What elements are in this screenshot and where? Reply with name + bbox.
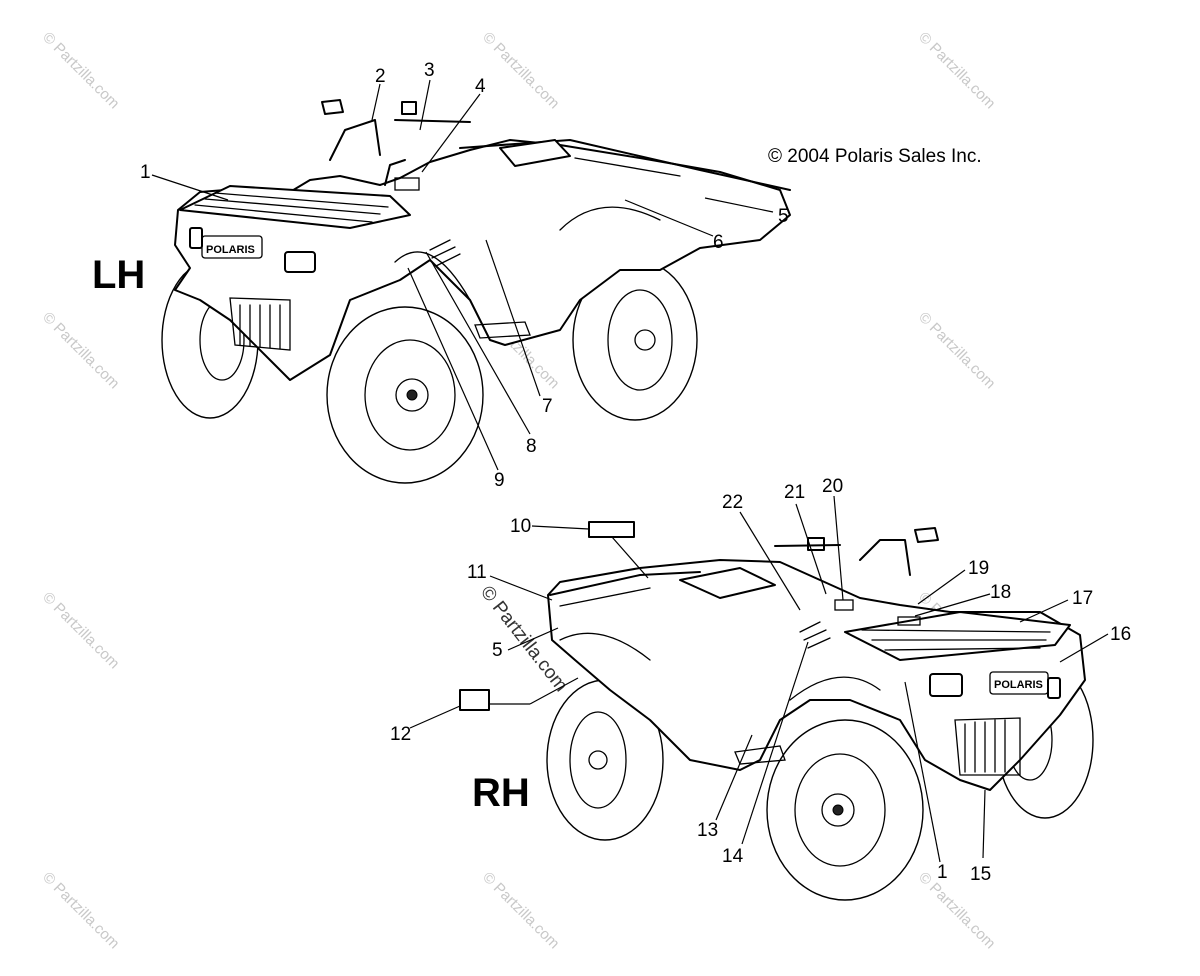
rh-view: RH POLARIS: [390, 476, 1131, 901]
decal-12-shape: [459, 689, 490, 711]
callout-label: 22: [722, 492, 743, 513]
callout-label: 8: [526, 436, 537, 457]
callout-label: 19: [968, 558, 989, 579]
lh-atv-illustration: POLARIS: [161, 99, 791, 484]
watermark-text: © Partzilla.com: [39, 869, 122, 952]
watermark-text: © Partzilla.com: [39, 29, 122, 112]
callout-label: 6: [713, 232, 724, 253]
rh-callouts: 10 11 5 12 13 14 1 15 16 17 18 19 20 21 …: [390, 476, 1131, 885]
callout-label: 18: [990, 582, 1011, 603]
rh-label: RH: [472, 771, 530, 815]
callout-label: 5: [778, 206, 789, 227]
watermark-text: © Partzilla.com: [39, 309, 122, 392]
callout-label: 2: [375, 66, 386, 87]
callout-label: 3: [424, 60, 435, 81]
rh-leaders: [409, 495, 1109, 863]
callout-label: 15: [970, 864, 991, 885]
watermark-text: © Partzilla.com: [479, 29, 562, 112]
rh-atv-illustration: POLARIS: [546, 527, 1094, 901]
callout-label: 4: [475, 76, 486, 97]
callout-label: 16: [1110, 624, 1131, 645]
copyright-text: © 2004 Polaris Sales Inc.: [768, 146, 982, 167]
lh-leaders: [151, 79, 774, 471]
watermark-text: © Partzilla.com: [479, 869, 562, 952]
watermark-text: © Partzilla.com: [915, 29, 998, 112]
lh-label: LH: [92, 253, 145, 297]
callout-label: 7: [542, 396, 553, 417]
callout-label: 10: [510, 516, 531, 537]
rh-brand-text: POLARIS: [994, 679, 1043, 691]
callout-label: 5: [492, 640, 503, 661]
callout-label: 11: [467, 562, 487, 583]
callout-label: 1: [937, 862, 948, 883]
lh-callouts: 1 2 3 4 5 6 7 8 9: [140, 60, 789, 491]
callout-label: 21: [784, 482, 805, 503]
watermark-text: © Partzilla.com: [39, 589, 122, 672]
callout-label: 9: [494, 470, 505, 491]
callout-label: 20: [822, 476, 843, 497]
lh-view: LH: [92, 60, 791, 491]
lh-brand-text: POLARIS: [206, 244, 255, 256]
callout-label: 12: [390, 724, 411, 745]
callout-label: 1: [140, 162, 151, 183]
callout-label: 17: [1072, 588, 1093, 609]
callout-label: 13: [697, 820, 718, 841]
watermark-text: © Partzilla.com: [915, 309, 998, 392]
decal-10-shape: [588, 521, 635, 538]
callout-label: 14: [722, 846, 744, 867]
